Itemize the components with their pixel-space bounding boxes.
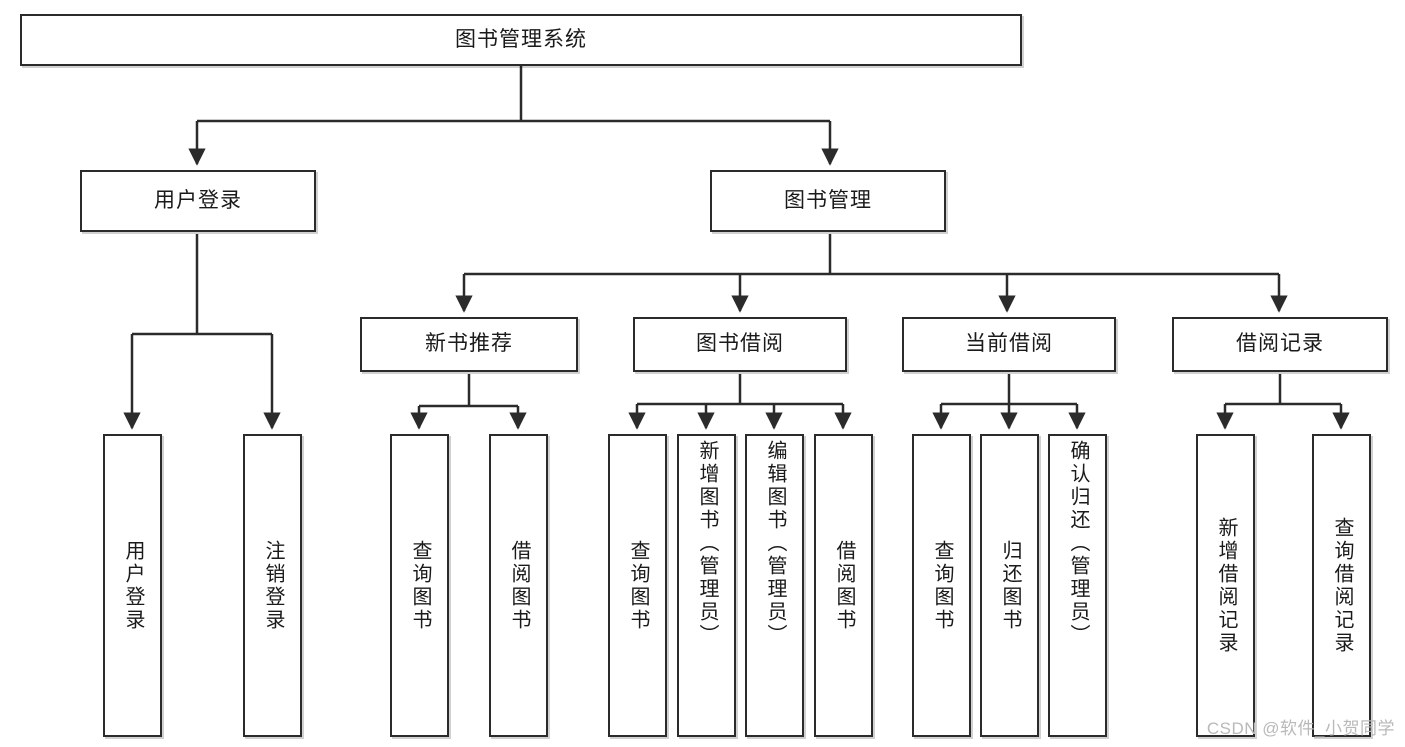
node-current-borrow[interactable]: 当前借阅 bbox=[902, 317, 1116, 372]
node-leaf-query-book-1-label: 查询图书 bbox=[409, 539, 431, 632]
node-user-login-label: 用户登录 bbox=[154, 188, 242, 212]
node-leaf-query-book-2[interactable]: 查询图书 bbox=[608, 434, 667, 737]
node-leaf-query-book-1[interactable]: 查询图书 bbox=[390, 434, 449, 737]
node-leaf-borrow-book-2[interactable]: 借阅图书 bbox=[814, 434, 873, 737]
node-current-borrow-label: 当前借阅 bbox=[965, 332, 1053, 356]
node-leaf-query-record-label: 查询借阅记录 bbox=[1331, 516, 1353, 655]
node-root[interactable]: 图书管理系统 bbox=[20, 14, 1022, 66]
node-leaf-return-book-label: 归还图书 bbox=[999, 539, 1021, 632]
node-leaf-logout-label: 注销登录 bbox=[262, 539, 284, 632]
node-leaf-query-book-3-label: 查询图书 bbox=[931, 539, 953, 632]
node-leaf-edit-book-label: 编辑图书（管理员） bbox=[764, 440, 786, 647]
node-user-login[interactable]: 用户登录 bbox=[80, 170, 316, 232]
node-root-label: 图书管理系统 bbox=[455, 27, 587, 51]
node-leaf-add-book-label: 新增图书（管理员） bbox=[696, 440, 718, 647]
node-leaf-borrow-book-1[interactable]: 借阅图书 bbox=[489, 434, 548, 737]
node-leaf-borrow-book-1-label: 借阅图书 bbox=[508, 539, 530, 632]
node-leaf-add-record[interactable]: 新增借阅记录 bbox=[1196, 434, 1255, 737]
node-leaf-return-book[interactable]: 归还图书 bbox=[980, 434, 1039, 737]
node-leaf-query-book-3[interactable]: 查询图书 bbox=[912, 434, 971, 737]
node-leaf-user-login-label: 用户登录 bbox=[122, 539, 144, 632]
node-leaf-confirm-return[interactable]: 确认归还（管理员） bbox=[1048, 434, 1107, 737]
node-leaf-add-book[interactable]: 新增图书（管理员） bbox=[677, 434, 736, 737]
node-leaf-confirm-return-label: 确认归还（管理员） bbox=[1067, 440, 1089, 647]
node-borrow-record-label: 借阅记录 bbox=[1236, 332, 1324, 356]
node-book-manage-label: 图书管理 bbox=[784, 188, 872, 212]
node-book-manage[interactable]: 图书管理 bbox=[710, 170, 946, 232]
node-book-borrow[interactable]: 图书借阅 bbox=[633, 317, 847, 372]
node-leaf-add-record-label: 新增借阅记录 bbox=[1215, 516, 1237, 655]
node-leaf-borrow-book-2-label: 借阅图书 bbox=[833, 539, 855, 632]
node-leaf-query-book-2-label: 查询图书 bbox=[627, 539, 649, 632]
node-book-borrow-label: 图书借阅 bbox=[696, 332, 784, 356]
node-new-book-rec-label: 新书推荐 bbox=[425, 332, 513, 356]
node-leaf-logout[interactable]: 注销登录 bbox=[243, 434, 302, 737]
node-leaf-edit-book[interactable]: 编辑图书（管理员） bbox=[745, 434, 804, 737]
node-borrow-record[interactable]: 借阅记录 bbox=[1172, 317, 1388, 372]
node-leaf-query-record[interactable]: 查询借阅记录 bbox=[1312, 434, 1371, 737]
node-new-book-rec[interactable]: 新书推荐 bbox=[360, 317, 578, 372]
node-leaf-user-login[interactable]: 用户登录 bbox=[103, 434, 162, 737]
